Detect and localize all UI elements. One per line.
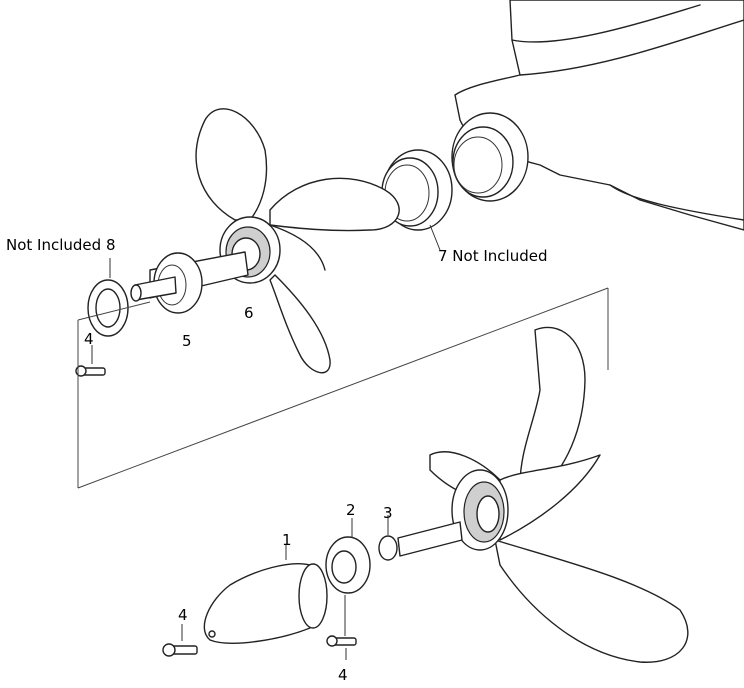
- callout-4-top: 4: [84, 330, 94, 348]
- callout-not-included-7: 7 Not Included: [438, 247, 547, 265]
- thrust-washer-2: [325, 518, 371, 594]
- cone-nut-1: [203, 545, 328, 644]
- callout-1: 1: [282, 531, 292, 549]
- callout-not-included-8: Not Included 8: [6, 236, 115, 254]
- exploded-view-frame: [77, 287, 609, 489]
- spacer-3: [378, 515, 463, 561]
- callout-2: 2: [346, 501, 356, 519]
- callout-6: 6: [244, 304, 254, 322]
- bolt-4-top: [75, 345, 106, 377]
- upper-propeller: [195, 108, 400, 374]
- callout-3: 3: [383, 504, 393, 522]
- callout-4-bottom-left: 4: [178, 606, 188, 624]
- shaft-and-hub-5: [130, 251, 249, 314]
- bolt-4-bottom-left: [162, 624, 198, 657]
- bolt-4-bottom: [326, 595, 357, 660]
- lower-propeller: [429, 326, 689, 663]
- lock-washer-8: [87, 258, 129, 337]
- callout-4-bottom: 4: [338, 666, 348, 684]
- drive-housing: [451, 0, 744, 231]
- callout-5: 5: [182, 332, 192, 350]
